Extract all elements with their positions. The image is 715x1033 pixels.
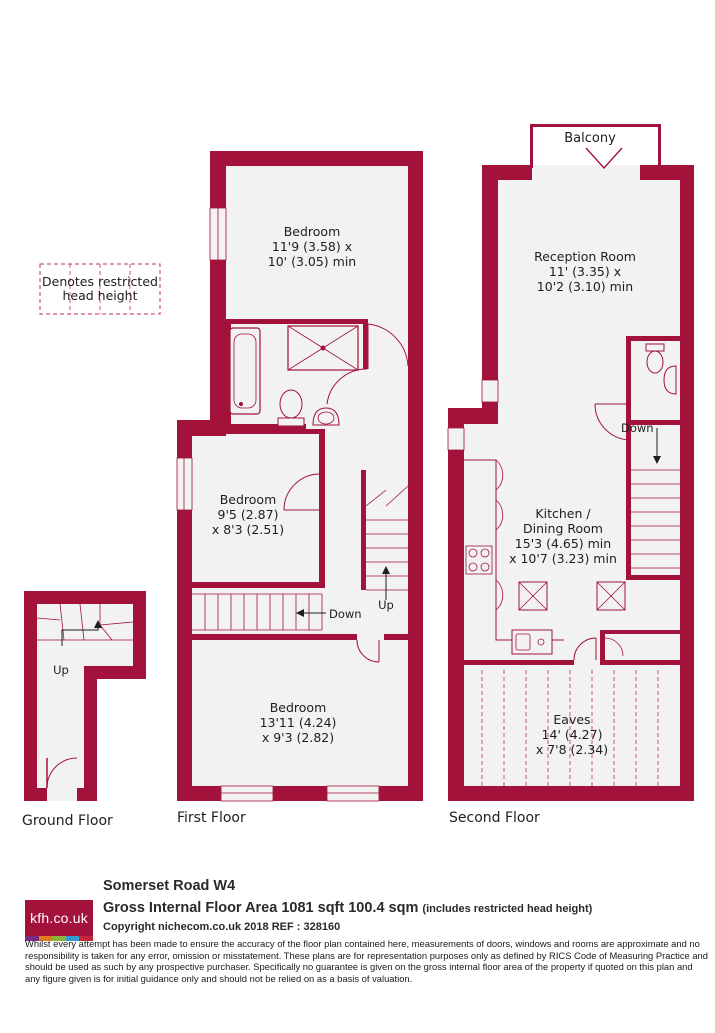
legend-text-line1: Denotes restricted (42, 274, 158, 289)
eaves-dim1: 14' (4.27) (542, 727, 603, 742)
first-floor-bedroom-bottom-dim2: x 9'3 (2.82) (262, 730, 334, 745)
ground-floor-plan: Up (24, 591, 146, 801)
first-floor-plan: Down Up Bedroom 11'9 (3.58) x 10' (3.05)… (176, 151, 423, 802)
gia-value: Gross Internal Floor Area 1081 sqft 100.… (103, 900, 419, 916)
restricted-height-legend: Denotes restricted head height (39, 263, 161, 315)
kitchen-dim2: x 10'7 (3.23) min (509, 551, 617, 566)
logo-stripe (79, 936, 93, 941)
logo-stripe (38, 936, 53, 941)
reception-room-name: Reception Room (534, 249, 636, 264)
logo-stripe (25, 936, 39, 941)
second-floor-plan: Balcony Down (447, 124, 694, 801)
logo-text: kfh.co.uk (30, 910, 88, 926)
floor-plan: Denotes restricted head height Up Ground… (22, 124, 694, 829)
balcony-label: Balcony (564, 131, 616, 146)
gross-internal-area: Gross Internal Floor Area 1081 sqft 100.… (103, 900, 592, 916)
second-floor-down-label: Down (621, 421, 654, 435)
kitchen-name-line2: Dining Room (523, 521, 603, 536)
logo-stripe (52, 936, 66, 941)
first-floor-bedroom-top-dim1: 11'9 (3.58) x (272, 239, 352, 254)
copyright-ref: Copyright nichecom.co.uk 2018 REF : 3281… (103, 921, 341, 933)
reception-room-dim2: 10'2 (3.10) min (537, 279, 633, 294)
first-floor-bedroom-top-dim2: 10' (3.05) min (268, 254, 356, 269)
first-floor-bedroom-mid-name: Bedroom (220, 492, 277, 507)
agent-logo: kfh.co.uk (25, 900, 93, 936)
first-floor-bedroom-mid-dim2: x 8'3 (2.51) (212, 522, 284, 537)
first-floor-label: First Floor (177, 810, 246, 826)
gia-note: (includes restricted head height) (422, 903, 593, 915)
kitchen-dim1: 15'3 (4.65) min (515, 536, 611, 551)
first-floor-bedroom-bottom-name: Bedroom (270, 700, 327, 715)
eaves-name: Eaves (553, 712, 590, 727)
first-floor-bedroom-bottom-dim1: 13'11 (4.24) (260, 715, 337, 730)
reception-room-dim1: 11' (3.35) x (549, 264, 621, 279)
logo-stripes (25, 936, 93, 941)
first-floor-up-label: Up (378, 598, 394, 612)
disclaimer: Whilst every attempt has been made to en… (25, 938, 708, 984)
first-floor-down-label: Down (329, 607, 362, 621)
eaves-dim2: x 7'8 (2.34) (536, 742, 608, 757)
ground-floor-label: Ground Floor (22, 813, 113, 829)
first-floor-bedroom-top-name: Bedroom (284, 224, 341, 239)
ground-floor-up-label: Up (53, 663, 69, 677)
first-floor-bedroom-mid-dim1: 9'5 (2.87) (218, 507, 279, 522)
property-address: Somerset Road W4 (103, 878, 236, 894)
logo-stripe (65, 936, 80, 941)
legend-text-line2: head height (62, 288, 137, 303)
kitchen-name-line1: Kitchen / (535, 506, 591, 521)
plan-footer: kfh.co.uk Somerset Road W4 Gross Interna… (0, 870, 715, 1033)
second-floor-label: Second Floor (449, 810, 540, 826)
